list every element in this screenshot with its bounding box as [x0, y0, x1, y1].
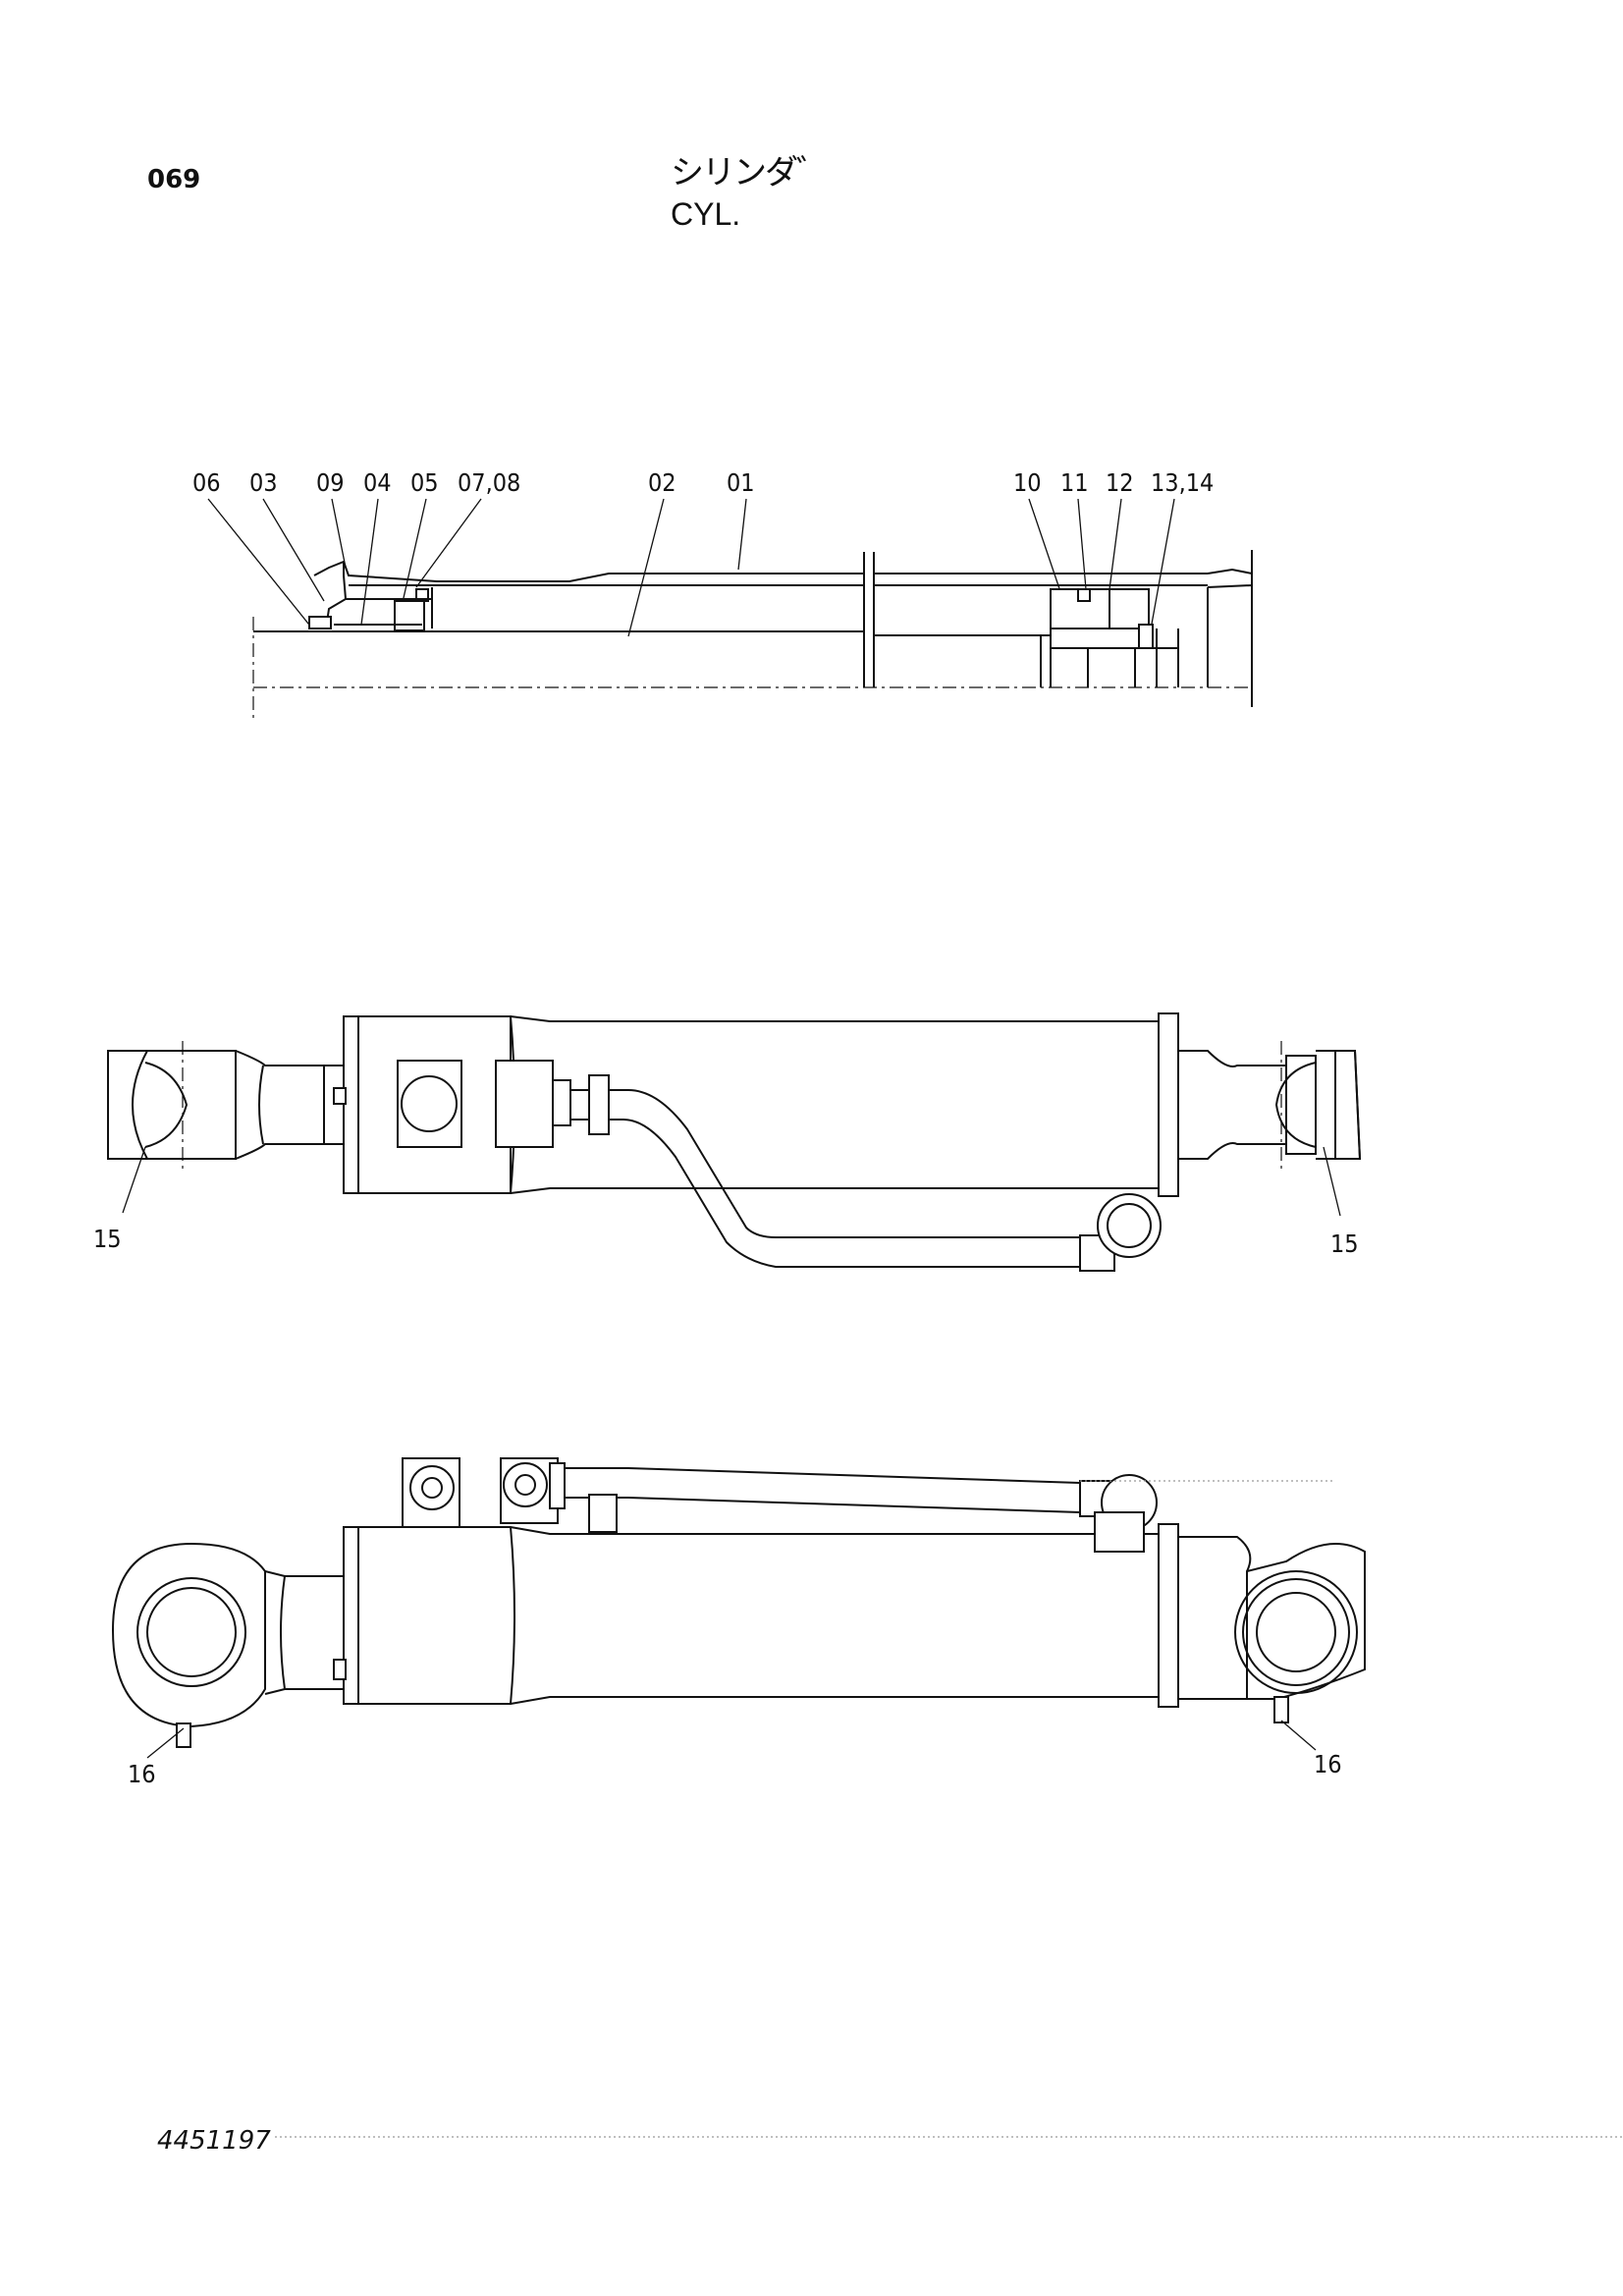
- callout-09: 09: [316, 468, 345, 497]
- callout-07-08: 07,08: [458, 468, 520, 497]
- side-view: 16 16: [111, 1457, 1366, 1788]
- callout-01: 01: [727, 468, 755, 497]
- callout-03: 03: [249, 468, 278, 497]
- callout-16-left: 16: [128, 1760, 156, 1788]
- callout-10: 10: [1013, 468, 1042, 497]
- callout-12: 12: [1106, 468, 1134, 497]
- page-code: 069: [147, 165, 201, 194]
- drawing-number: 4451197: [157, 2126, 271, 2156]
- callout-02: 02: [648, 468, 676, 497]
- callout-04: 04: [363, 468, 392, 497]
- callout-05: 05: [410, 468, 439, 497]
- callout-06: 06: [192, 468, 221, 497]
- callout-15-right: 15: [1330, 1230, 1359, 1258]
- top-view: 15 15: [93, 1012, 1362, 1272]
- title-english: CYL.: [671, 196, 741, 232]
- section-view: 06 03 09 04 05 07,08 02 01 10 11 12 13,1…: [192, 468, 1253, 722]
- callout-15-left: 15: [93, 1225, 122, 1253]
- callout-13-14: 13,14: [1151, 468, 1214, 497]
- callout-11: 11: [1060, 468, 1089, 497]
- title-japanese: シリンダ゛: [671, 153, 830, 192]
- callout-16-right: 16: [1314, 1750, 1342, 1778]
